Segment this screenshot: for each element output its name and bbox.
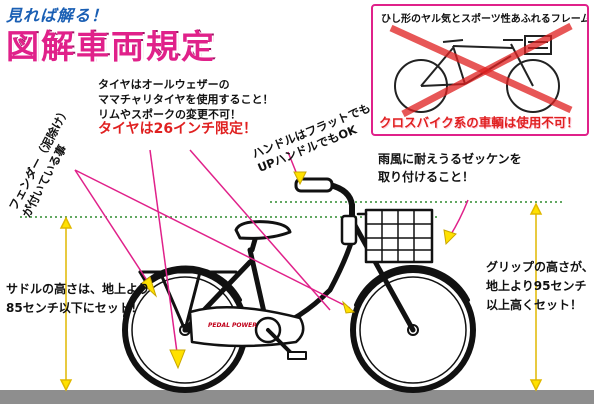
front-basket (356, 208, 434, 264)
handle-grip (294, 177, 334, 193)
crank-arm (266, 328, 295, 357)
handlebar-pointer-arrow (287, 151, 307, 186)
grip-height-note: グリップの高さが、 地上より95センチ 以上高くセット！ (486, 258, 594, 315)
front-wheel (350, 267, 476, 393)
tire-note-line-3: リムやスポークの変更不可！ (98, 108, 241, 121)
ground (0, 390, 594, 404)
grip-height-note-line-1: グリップの高さが、 (486, 260, 594, 274)
number-plate-pointer-arrow (443, 199, 469, 246)
cross-bike-illustration (389, 22, 573, 118)
saddle-height-note-line-1: サドルの高さは、地上より (6, 282, 150, 296)
tire-note: タイヤはオールウェザーの ママチャリタイヤを使用すること！ リムやスポークの変更… (98, 77, 274, 137)
fender-pointer-arrow (74, 169, 356, 314)
cross-bike-inset: ひし形のヤル気とスポーツ性あふれるフレーム クロスバイク系の車輌は使用不可！ (371, 4, 589, 136)
inset-heading: ひし形のヤル気とスポーツ性あふれるフレーム (381, 14, 589, 25)
number-plate-note-line-2: 取り付けること！ (378, 170, 475, 184)
front-fender (354, 265, 470, 307)
rear-carrier (138, 270, 238, 332)
grip-height-arrow (529, 202, 543, 392)
chain-guard-brand: PEDAL POWER (208, 322, 257, 329)
grip-height-note-line-2: 地上より95センチ (486, 279, 587, 293)
inset-warning: クロスバイク系の車輌は使用不可！ (379, 115, 579, 130)
saddle (234, 220, 292, 240)
page-title: 図解車両規定 (6, 27, 216, 66)
grip-height-note-line-3: 以上高くセット！ (486, 298, 583, 312)
saddle-height-note-line-2: 85センチ以下にセット！ (6, 301, 143, 315)
header-tagline: 見れば解る！ (6, 6, 109, 25)
tire-pointer-arrow (149, 149, 331, 370)
pedal (287, 351, 307, 360)
city-bicycle (122, 177, 476, 393)
number-plate (340, 214, 358, 246)
tire-note-line-2: ママチャリタイヤを使用すること！ (98, 93, 274, 106)
number-plate-note-line-1: 雨風に耐えうるゼッケンを (378, 152, 522, 166)
saddle-height-arrow (59, 216, 73, 392)
number-plate-note: 雨風に耐えうるゼッケンを 取り付けること！ (378, 150, 522, 186)
saddle-height-note: サドルの高さは、地上より 85センチ以下にセット！ (6, 280, 150, 318)
tire-size-note: タイヤは26インチ限定！ (98, 121, 258, 137)
tire-note-line-1: タイヤはオールウェザーの (98, 78, 230, 91)
